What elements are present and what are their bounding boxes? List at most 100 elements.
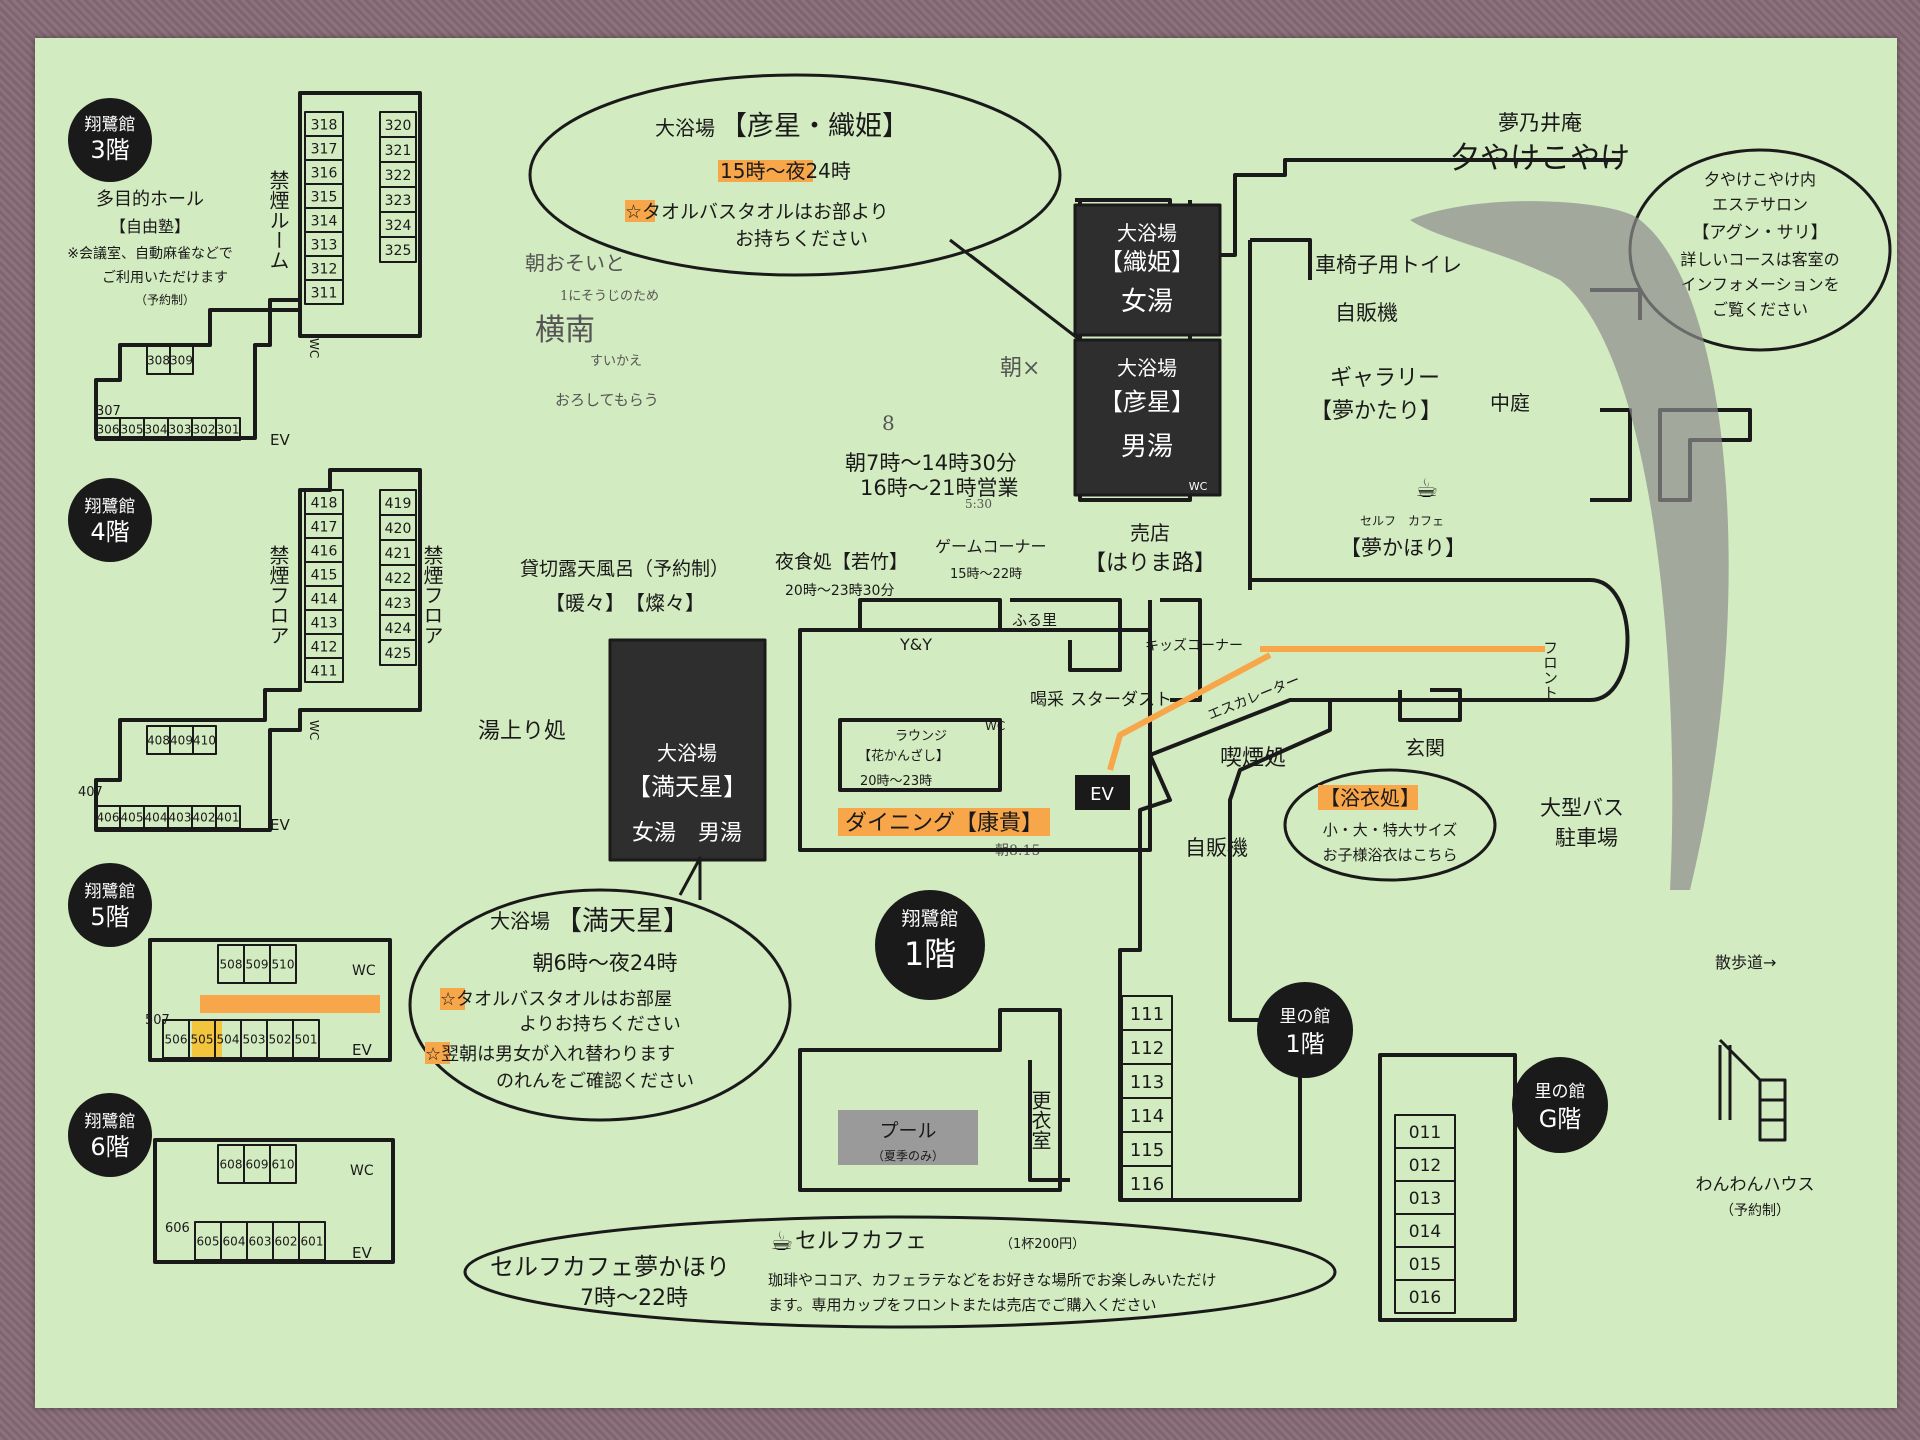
pool bbox=[838, 1110, 978, 1165]
room-number-011: 011 bbox=[1409, 1123, 1441, 1143]
room-number-425: 425 bbox=[385, 646, 412, 662]
dining-label: ダイニング【康貴】 bbox=[845, 811, 1043, 836]
pool-label: プール bbox=[879, 1120, 936, 1142]
bath-hikoboshi-room bbox=[1073, 338, 1222, 497]
room-number-415: 415 bbox=[311, 567, 338, 583]
wc-3f: WC bbox=[307, 338, 321, 358]
svg-text:すいかえ: すいかえ bbox=[590, 354, 642, 369]
handwritten-notes: 朝おそいと 1にそうじのため 横南 すいかえ おろしてもらう 朝× 8 5:30… bbox=[525, 251, 1040, 859]
multipurpose-hall-title: 多目的ホール bbox=[96, 189, 204, 210]
ev-3f: EV bbox=[270, 431, 290, 449]
room-number-504: 504 bbox=[217, 1033, 240, 1047]
svg-text:5:30: 5:30 bbox=[965, 497, 992, 511]
room-number-316: 316 bbox=[311, 165, 338, 181]
floor-6f-number: 6階 bbox=[90, 1133, 129, 1161]
room-number-410: 410 bbox=[193, 734, 216, 748]
courtyard-label: 中庭 bbox=[1490, 391, 1530, 415]
svg-text:【アグン・サリ】: 【アグン・サリ】 bbox=[1692, 223, 1827, 243]
room-number-422: 422 bbox=[385, 571, 412, 587]
ev-main: EV bbox=[1090, 784, 1114, 805]
room-number-315: 315 bbox=[311, 189, 338, 205]
walkway-shade bbox=[1410, 201, 1729, 890]
self-cafe-desc1: 珈琲やココア、カフェラテなどをお好きな場所でお楽しみいただけ bbox=[768, 1271, 1217, 1289]
svg-text:エステサロン: エステサロン bbox=[1712, 195, 1808, 214]
shop-hours-1: 朝7時～14時30分 bbox=[845, 451, 1017, 475]
room-number-420: 420 bbox=[385, 521, 412, 537]
svg-text:大浴場: 大浴場 bbox=[1117, 221, 1177, 245]
room-number-401: 401 bbox=[217, 811, 240, 825]
sato-1f-badge bbox=[1257, 982, 1353, 1078]
floor-3f-badge bbox=[68, 98, 152, 182]
svg-text:朝×: 朝× bbox=[1000, 356, 1040, 381]
bath-orihime-room bbox=[1073, 203, 1222, 337]
room-number-014: 014 bbox=[1409, 1222, 1441, 1242]
room-number-404: 404 bbox=[145, 811, 168, 825]
self-cafe-title: セルフカフェ夢かほり bbox=[490, 1253, 730, 1281]
svg-text:☆翌朝は男女が入れ替わります: ☆翌朝は男女が入れ替わります bbox=[425, 1044, 675, 1065]
room-number-323: 323 bbox=[385, 193, 412, 209]
room-number-419: 419 bbox=[385, 496, 412, 512]
kids-corner-label: キッズコーナー bbox=[1145, 638, 1243, 654]
room-number-508: 508 bbox=[220, 958, 243, 972]
self-cafe-panel: セルフカフェ夢かほり 7時～22時 セルフカフェ （1杯200円） 珈琲やココア… bbox=[463, 1215, 1337, 1329]
coffee-cup-icon-2: ☕ bbox=[1415, 474, 1438, 504]
room-016 bbox=[1394, 1279, 1456, 1314]
room-number-308: 308 bbox=[147, 354, 170, 368]
svg-text:大浴場: 大浴場 bbox=[490, 909, 550, 933]
vending-machine-label-1: 自販機 bbox=[1335, 301, 1398, 325]
self-cafe-desc2: ます。専用カップをフロントまたは売店でご購入ください bbox=[768, 1296, 1157, 1314]
room-number-012: 012 bbox=[1409, 1156, 1441, 1176]
room-number-501: 501 bbox=[295, 1033, 318, 1047]
ev-6f: EV bbox=[352, 1244, 372, 1262]
nosmoke-floor-right: 禁煙フロア bbox=[420, 545, 444, 645]
room-number-502: 502 bbox=[269, 1033, 292, 1047]
floor-5f-label: 翔鷺館 bbox=[85, 882, 136, 902]
room-307: 307 bbox=[96, 404, 121, 419]
room-number-416: 416 bbox=[311, 543, 338, 559]
floor-4f-number: 4階 bbox=[90, 518, 129, 546]
room-number-302: 302 bbox=[193, 423, 216, 437]
svg-text:大浴場: 大浴場 bbox=[1117, 356, 1177, 380]
svg-text:詳しいコースは客室の: 詳しいコースは客室の bbox=[1680, 250, 1839, 269]
cafe-small-label: セルフ カフェ bbox=[1360, 514, 1444, 528]
private-bath-names: 【暖々】 【燦々】 bbox=[545, 591, 705, 615]
floor-4f-badge bbox=[68, 478, 152, 562]
wanwan-house-note: （予約制） bbox=[1720, 1203, 1790, 1219]
wc-lounge: WC bbox=[985, 719, 1005, 733]
svg-text:1階: 1階 bbox=[1285, 1030, 1324, 1058]
bath-hikoboshi-pre: 大浴場 bbox=[655, 116, 715, 140]
room-number-309: 309 bbox=[170, 354, 193, 368]
svg-text:☆タオルバスタオルはお部屋: ☆タオルバスタオルはお部屋 bbox=[440, 989, 672, 1010]
lounge-label: ラウンジ bbox=[895, 729, 947, 744]
room-number-016: 016 bbox=[1409, 1288, 1441, 1308]
room-401 bbox=[215, 805, 241, 829]
room-number-610: 610 bbox=[272, 1158, 295, 1172]
room-number-503: 503 bbox=[243, 1033, 266, 1047]
room-number-505: 505 bbox=[191, 1033, 214, 1047]
corridor-highlight-5f bbox=[200, 995, 380, 1013]
main-1f-badge bbox=[875, 890, 985, 1000]
room-number-301: 301 bbox=[217, 423, 240, 437]
room-number-601: 601 bbox=[301, 1235, 324, 1249]
room-number-317: 317 bbox=[311, 141, 338, 157]
game-corner-hours: 15時～22時 bbox=[950, 567, 1022, 582]
bath-hikoboshi-title: 【彦星・織姫】 bbox=[720, 111, 909, 142]
room-number-314: 314 bbox=[311, 213, 338, 229]
entrance-label: 玄関 bbox=[1405, 736, 1445, 760]
room-number-421: 421 bbox=[385, 546, 412, 562]
room-number-305: 305 bbox=[121, 423, 144, 437]
multipurpose-hall-note3: （予約制） bbox=[135, 292, 195, 307]
game-corner-label: ゲームコーナー bbox=[935, 537, 1047, 556]
room-505-highlight bbox=[192, 1020, 222, 1058]
wanwan-house-shape bbox=[1718, 1038, 1787, 1142]
room-425 bbox=[379, 639, 417, 666]
